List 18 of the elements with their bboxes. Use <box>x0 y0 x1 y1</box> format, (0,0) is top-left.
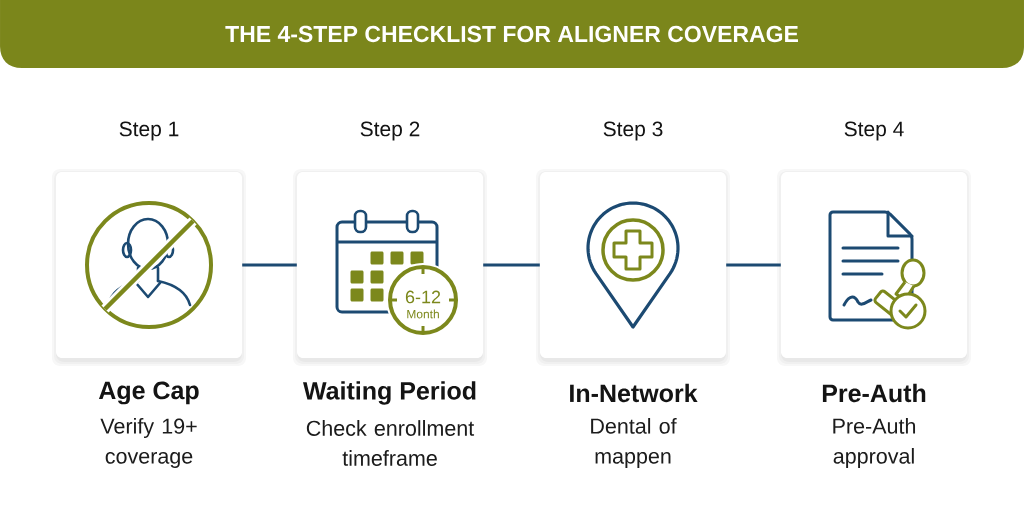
step-label: Step 3 <box>603 121 663 141</box>
step-label: Step 1 <box>119 121 179 141</box>
connector-line <box>242 263 297 267</box>
step-description: Verify 19+ coverage <box>100 418 197 468</box>
clock-text: Month <box>407 309 439 319</box>
step-label: Step 2 <box>360 121 420 141</box>
step-description: Dental of mappen <box>591 418 677 468</box>
clock-text: 6-12 <box>405 290 441 304</box>
title-banner: THE 4-STEP CHECKLIST FOR ALIGNER COVERAGE <box>0 0 1024 68</box>
step-title: Waiting Period <box>303 381 476 405</box>
connector-line <box>483 263 540 267</box>
step-title: In-Network <box>570 383 698 403</box>
step-title: Age Cap <box>98 381 199 405</box>
step-label: Step 4 <box>844 121 904 141</box>
step-description: Check enrollment timeframe <box>306 420 475 466</box>
step-title: Pre-Auth <box>822 383 926 403</box>
step-description: Pre-Auth approval <box>833 418 915 468</box>
connector-line <box>726 263 781 267</box>
